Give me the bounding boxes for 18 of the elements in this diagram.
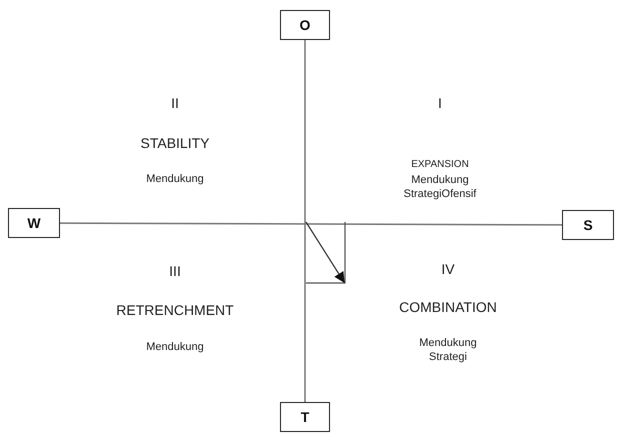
- quadrant-axis-box: T: [280, 402, 330, 432]
- quadrant-label: II: [171, 94, 179, 112]
- quadrant-label: Mendukung: [146, 340, 204, 354]
- quadrant-label: Mendukung Strategi: [418, 336, 478, 365]
- axis-line: [60, 222, 562, 226]
- quadrant-axis-box: O: [280, 10, 330, 40]
- quadrant-label: IV: [441, 260, 455, 278]
- quadrant-label: COMBINATION: [399, 298, 497, 316]
- axis-line: [304, 40, 306, 402]
- quadrant-label: STABILITY: [140, 134, 210, 152]
- quadrant-label: Mendukung StrategiOfensif: [402, 173, 478, 202]
- quadrant-label: RETRENCHMENT: [116, 301, 234, 320]
- quadrant-label: III: [169, 262, 181, 280]
- quadrant-label: I: [438, 94, 442, 112]
- quadrant-label: EXPANSION: [411, 158, 469, 171]
- quadrant-label: Mendukung: [146, 172, 204, 186]
- quadrant-axis-box: S: [562, 210, 614, 240]
- quadrant-axis-box: W: [8, 208, 60, 238]
